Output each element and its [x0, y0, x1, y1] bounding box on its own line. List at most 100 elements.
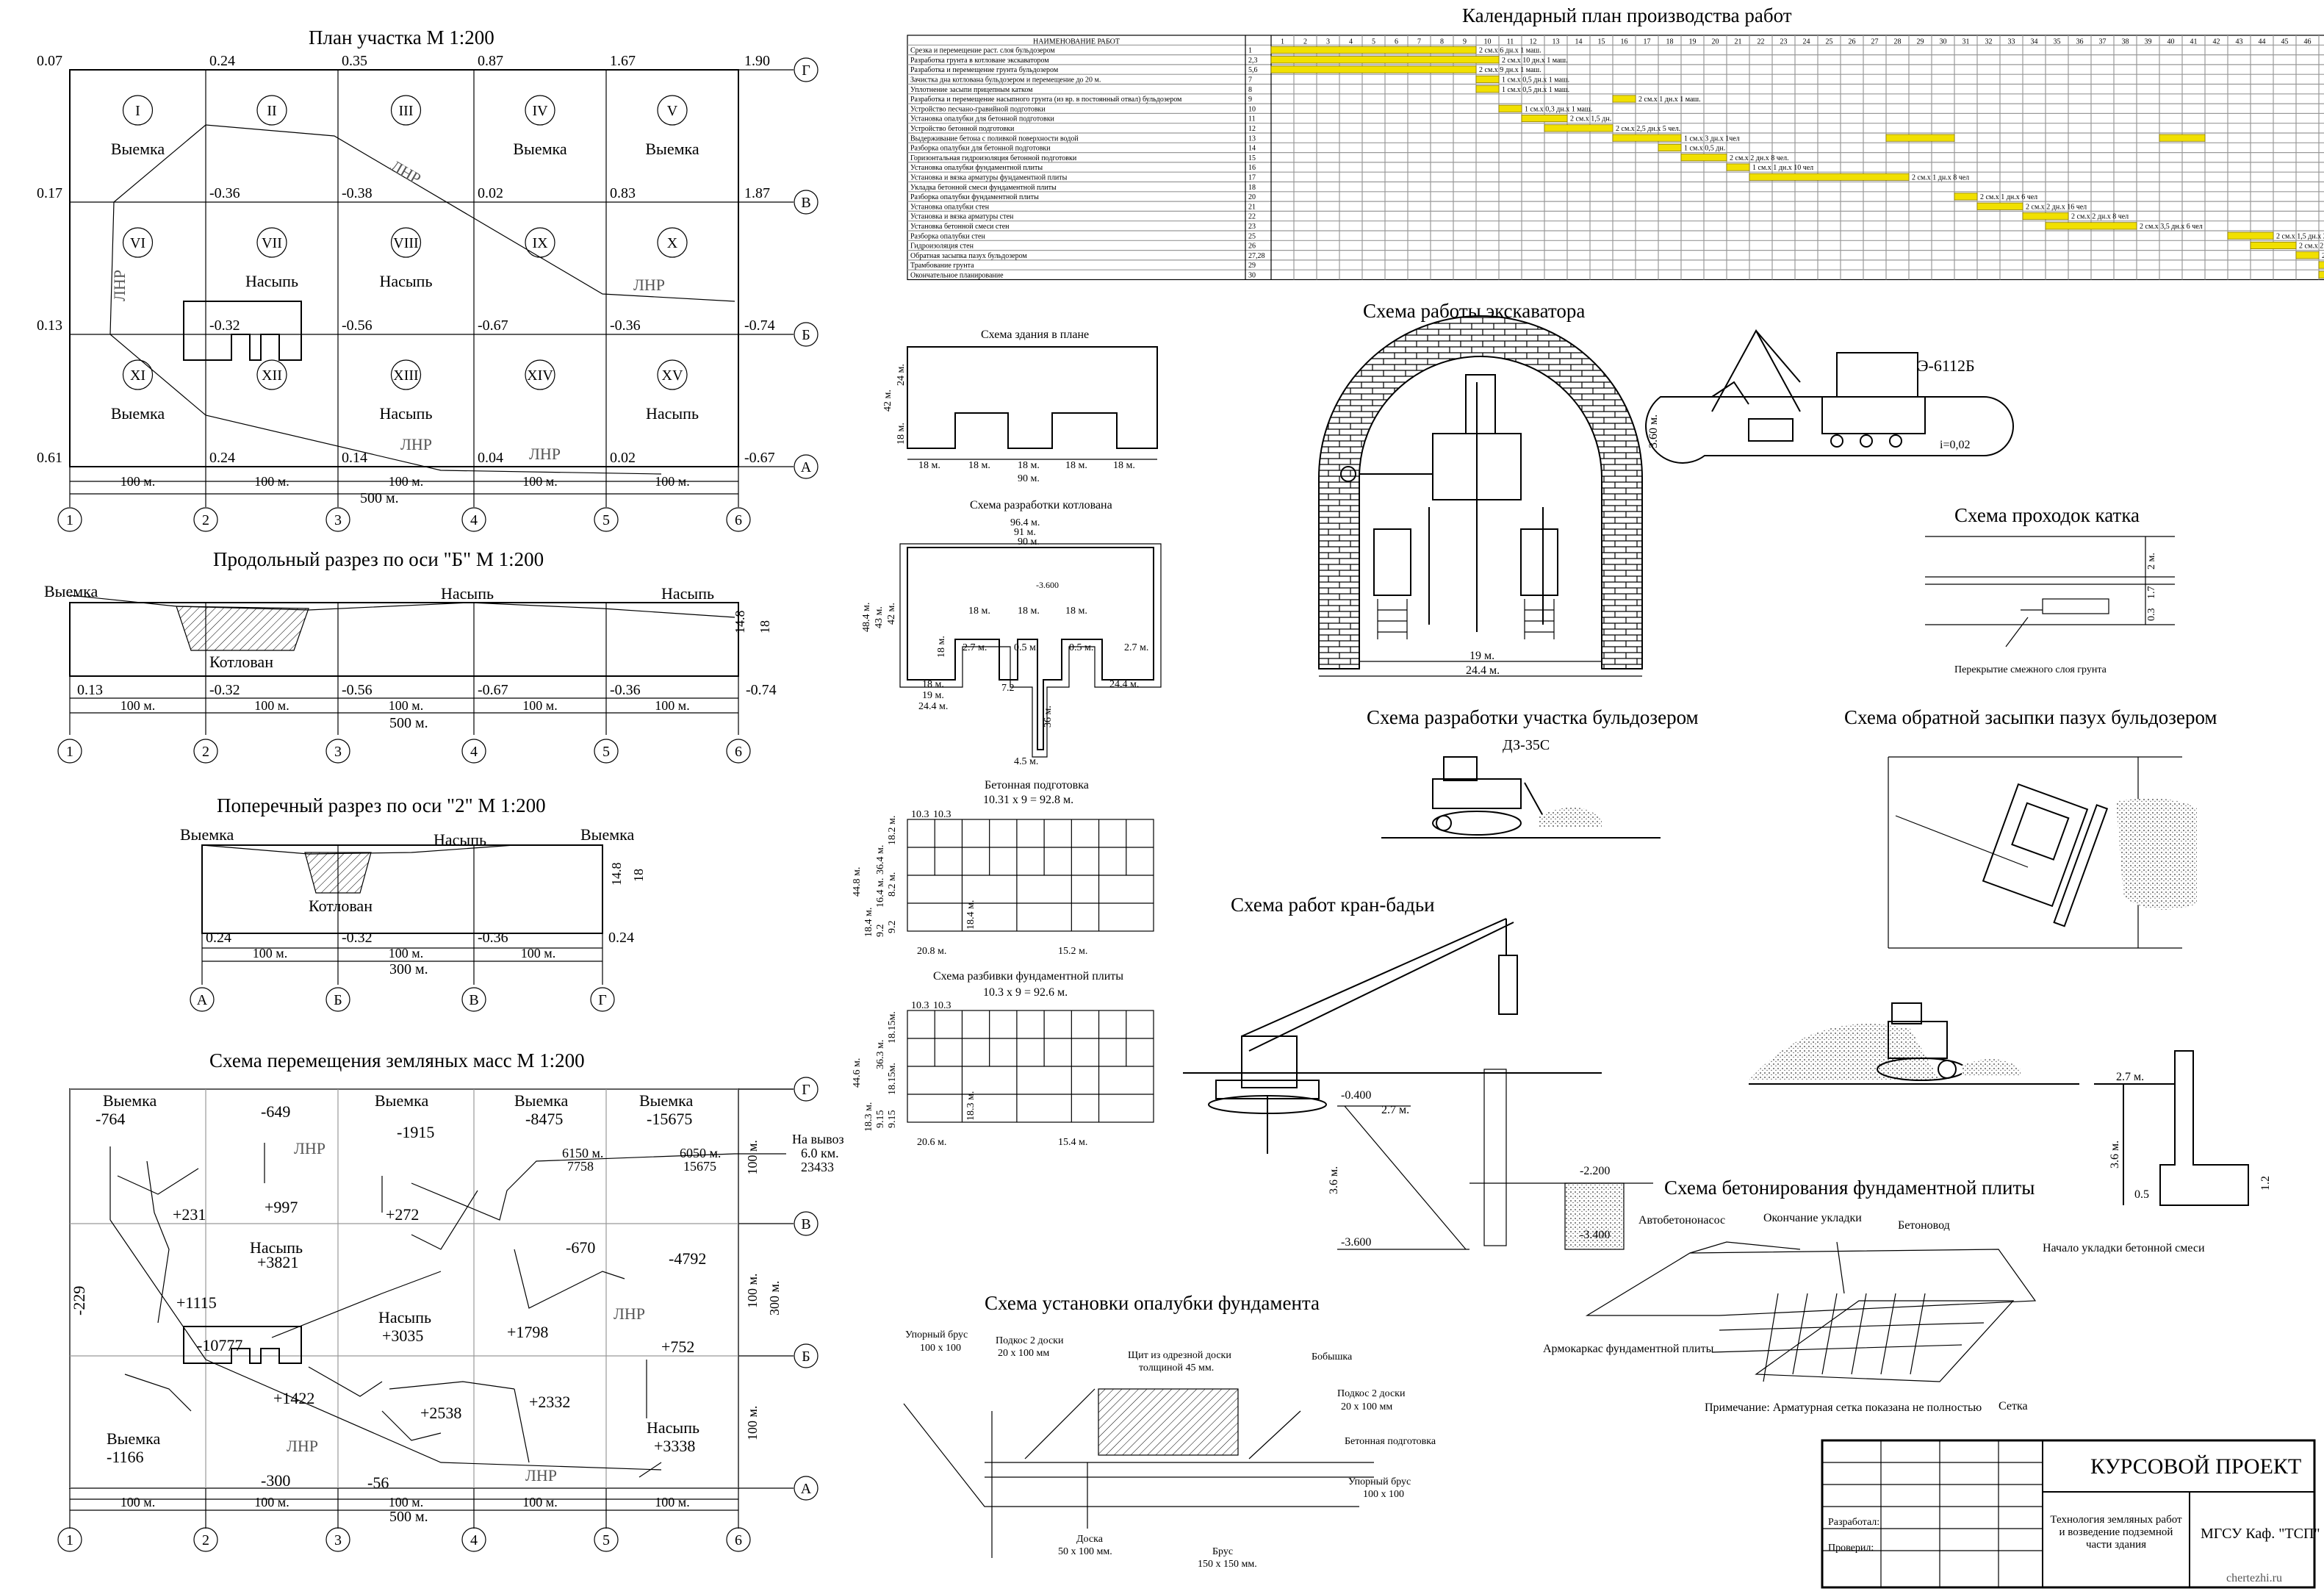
long-section-mark: -0.56 [342, 682, 373, 698]
stamp-subject-box: Технология земляных работ и возведение п… [2050, 1514, 2181, 1551]
pit-mid-dim-3: 18 м. [1065, 606, 1087, 617]
concreting-drawing [1585, 1241, 2037, 1382]
earth-move-axis-number: 5 [602, 1532, 610, 1548]
plan-axis-number: 2 [202, 512, 209, 528]
calendar-row-name: Разработка и перемещение насыпного грунт… [910, 96, 1182, 104]
roller-dim-1: 2 м. [2146, 553, 2157, 570]
calendar-bar [2318, 261, 2324, 269]
pit-top-dim-3: 90 м. [1018, 536, 1040, 548]
calendar-row-number: 10 [1248, 105, 1256, 113]
calendar-bar [1521, 114, 1568, 123]
calendar-bar [1680, 154, 1727, 162]
building-plan-total: 90 м. [1018, 473, 1040, 484]
calendar-row-name: Трамбование грунта [910, 262, 974, 270]
stamp-watermark: chertezhi.ru [2226, 1572, 2282, 1584]
plan-corner-mark: 1.87 [744, 185, 770, 201]
formwork-label-9: 20 х 100 мм [1341, 1401, 1392, 1412]
earth-move-grid [69, 1088, 794, 1529]
calendar-day: 40 [2167, 37, 2175, 46]
calendar-row-number: 23 [1248, 223, 1256, 231]
calendar-row-name: Разборка опалубки стен [910, 232, 985, 240]
earth-move-total: 500 м. [389, 1509, 428, 1525]
calendar-bar-label: 2 см.х 1 дн.х 1 маш [2322, 252, 2324, 260]
concrete-prep-dim-5: 18.4 м. [965, 900, 976, 930]
calendar-row-number: 29 [1248, 262, 1256, 270]
plan-cell-circle [390, 95, 422, 126]
plan-axis-number: 1 [66, 512, 73, 528]
roller-lanes [1925, 536, 2175, 647]
earth-move-side-dim: 100 м. [745, 1140, 760, 1174]
bulldozer-title: Схема разработки участка бульдозером [1367, 706, 1699, 728]
calendar-bar-label: 2 см.х 1,5 дн. [1570, 115, 1611, 123]
long-section-frame [69, 602, 739, 677]
earth-move-zone-label: Выемка [103, 1091, 157, 1110]
plan-axis-letter: Г [802, 62, 810, 79]
calendar-day: 15 [1598, 37, 1605, 46]
earth-move-zone-label: Выемка [514, 1091, 568, 1110]
plan-cell-number: V [667, 103, 678, 119]
calendar-day: 32 [1985, 37, 1993, 46]
plan-cell-circle [525, 95, 555, 126]
pit-outline [907, 547, 1154, 750]
earth-move-value: +231 [173, 1205, 206, 1224]
backfill-soil-pile [1749, 1024, 1940, 1080]
building-plan-scheme: Схема здания в плане 18 м. 18 м. 18 м. 1… [882, 329, 1158, 484]
cross-section-side-dim-2: 18 [631, 869, 646, 882]
calendar-day: 30 [1940, 37, 1947, 46]
plan-lnr-label-5: ЛНР [529, 445, 561, 463]
roller-title: Схема проходок катка [1954, 504, 2140, 526]
cross-section-mark: -0.36 [478, 930, 508, 946]
long-section-title: Продольный разрез по оси "Б" М 1:200 [213, 548, 544, 570]
plan-cell-number: XI [130, 367, 145, 384]
earth-move-zone-label: Выемка [375, 1091, 428, 1110]
building-plan-dim-2: 18 м. [968, 460, 990, 471]
calendar-row-number: 16 [1248, 164, 1256, 172]
concreting-note: Примечание: Арматурная сетка показана не… [1705, 1401, 1982, 1414]
plan-cell-circle [256, 95, 287, 126]
calendar-day: 18 [1666, 37, 1674, 46]
calendar-day: 12 [1530, 37, 1537, 46]
formwork-label-2: 100 х 100 [920, 1343, 961, 1354]
calendar-row-number: 27,28 [1248, 252, 1265, 260]
calendar-row-number: 9 [1248, 96, 1252, 104]
concreting-label-2: Окончание укладки [1763, 1212, 1862, 1224]
calendar-day: 44 [2259, 37, 2266, 46]
long-section: Продольный разрез по оси "Б" М 1:200 Вые… [44, 548, 777, 764]
crane-title: Схема работ кран-бадьи [1231, 894, 1435, 916]
earth-move-dim: 100 м. [254, 1495, 289, 1509]
earth-move-axis [794, 1077, 819, 1102]
calendar-bar-label: 1 см.х 0,3 дн.х 1 маш. [1525, 105, 1592, 113]
long-section-side-dim-1: 14.8 [733, 611, 747, 634]
calendar-bar [1612, 95, 1636, 103]
cross-section-axis-label: Г [598, 992, 607, 1008]
excavator-pit-arch [1318, 315, 1643, 669]
earth-move-axis-number: 6 [735, 1532, 742, 1548]
calendar-row-name: Разборка опалубки для бетонной подготовк… [910, 145, 1051, 153]
plan-axis-number: 3 [334, 512, 342, 528]
calendar-day: 16 [1621, 37, 1628, 46]
plan-corner-mark: 1.67 [610, 53, 636, 69]
calendar-day: 23 [1780, 37, 1788, 46]
pit-scheme: Схема разработки котлована 96.4 м. 91 м.… [861, 499, 1162, 767]
concreting-scheme: Схема бетонирования фундаментной плиты А… [1543, 1177, 2205, 1414]
plan-cell-label: Выемка [111, 404, 165, 423]
cross-section-dim: 100 м. [253, 946, 287, 961]
earth-move-axis [726, 1527, 751, 1552]
cross-section-axis-label: Б [334, 992, 342, 1008]
title-block: КУРСОВОЙ ПРОЕКТ Разработал: Проверил: Те… [1821, 1439, 2320, 1589]
calendar-day: 28 [1894, 37, 1902, 46]
cross-section-axis-label: В [469, 992, 478, 1008]
excavator-dim-1: 19 м. [1469, 650, 1494, 662]
concreting-label-3: Бетоновод [1898, 1219, 1950, 1232]
long-section-dim: 100 м. [389, 698, 423, 713]
calendar-bar [1612, 134, 1682, 142]
pit-small-5: 7.2 [1001, 683, 1015, 694]
cross-section-dim: 100 м. [389, 946, 423, 961]
calendar-bar-label: 1 см.х 1 дн.х 10 чел [1752, 164, 1813, 172]
excavator-dim-3: 3.60 м. [1647, 414, 1660, 448]
cross-section-cut-right: Выемка [580, 825, 634, 844]
calendar-bar [1954, 193, 1978, 201]
cross-section: Поперечный разрез по оси "2" М 1:200 Вые… [180, 794, 646, 1012]
